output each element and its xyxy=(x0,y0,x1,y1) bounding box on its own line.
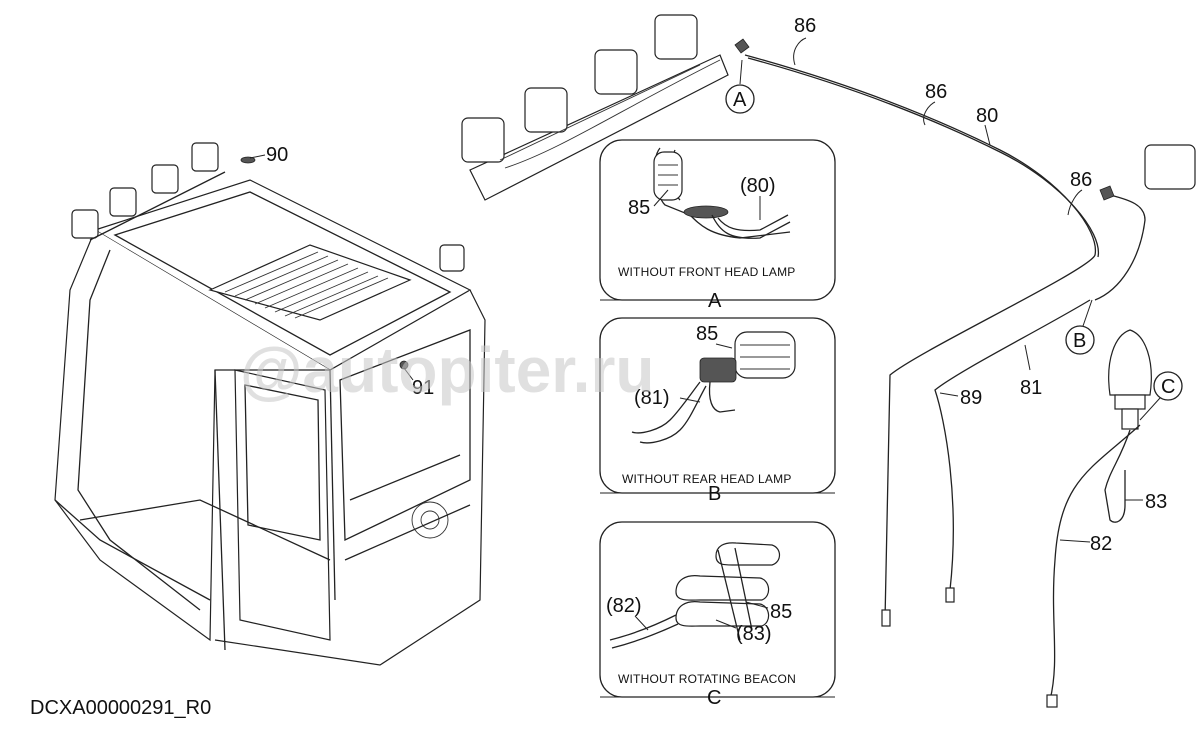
panel-b-label-81: (81) xyxy=(634,387,670,409)
view-marker-b: B xyxy=(1065,299,1095,355)
harness-81 xyxy=(934,299,1091,603)
callout-86-mid: 86 xyxy=(925,81,947,103)
detail-panel-b: 85 (81) WITHOUT REAR HEAD LAMP B xyxy=(599,317,836,505)
panel-c-label-83: (83) xyxy=(736,623,772,645)
callout-86-top: 86 xyxy=(794,15,816,37)
panel-b-letter: B xyxy=(708,483,721,505)
harness-83 xyxy=(1104,429,1131,523)
panel-c-label-82: (82) xyxy=(606,595,642,617)
callout-81: 81 xyxy=(1020,377,1042,399)
harness-82 xyxy=(1046,424,1141,708)
detail-panel-c: (82) 85 (83) WITHOUT ROTATING BEACON C xyxy=(599,521,836,709)
callout-80: 80 xyxy=(976,105,998,127)
callout-82: 82 xyxy=(1090,533,1112,555)
svg-text:B: B xyxy=(1073,330,1086,352)
panel-a-caption: WITHOUT FRONT HEAD LAMP xyxy=(618,265,796,279)
view-marker-c: C xyxy=(1139,371,1183,421)
svg-text:A: A xyxy=(733,89,747,111)
callout-83: 83 xyxy=(1145,491,1167,513)
rotating-beacon xyxy=(1108,329,1152,430)
panel-c-label-85: 85 xyxy=(770,601,792,623)
rear-lamp xyxy=(1094,144,1196,301)
callout-90: 90 xyxy=(266,144,288,166)
detail-panel-a: 85 (80) WITHOUT FRONT HEAD LAMP A xyxy=(599,139,836,312)
panel-a-label-80: (80) xyxy=(740,175,776,197)
panel-a-label-85: 85 xyxy=(628,197,650,219)
cab-roof-lamps xyxy=(71,142,465,272)
document-id: DCXA00000291_R0 xyxy=(30,697,211,719)
callout-89: 89 xyxy=(960,387,982,409)
panel-b-label-85: 85 xyxy=(696,323,718,345)
panel-b-caption: WITHOUT REAR HEAD LAMP xyxy=(622,472,792,486)
callout-91: 91 xyxy=(412,377,434,399)
panel-c-caption: WITHOUT ROTATING BEACON xyxy=(618,672,796,686)
harness-80 xyxy=(744,54,1099,627)
panel-c-letter: C xyxy=(707,687,721,709)
cab-assembly xyxy=(54,142,486,666)
svg-text:C: C xyxy=(1161,376,1175,398)
callout-86-right: 86 xyxy=(1070,169,1092,191)
callouts: 90 91 86 86 80 86 81 89 83 82 xyxy=(249,15,1167,555)
front-lamp-bar xyxy=(461,14,750,201)
panel-a-letter: A xyxy=(708,290,722,312)
view-marker-a: A xyxy=(725,59,755,114)
watermark: @autopiter.ru xyxy=(240,334,654,406)
